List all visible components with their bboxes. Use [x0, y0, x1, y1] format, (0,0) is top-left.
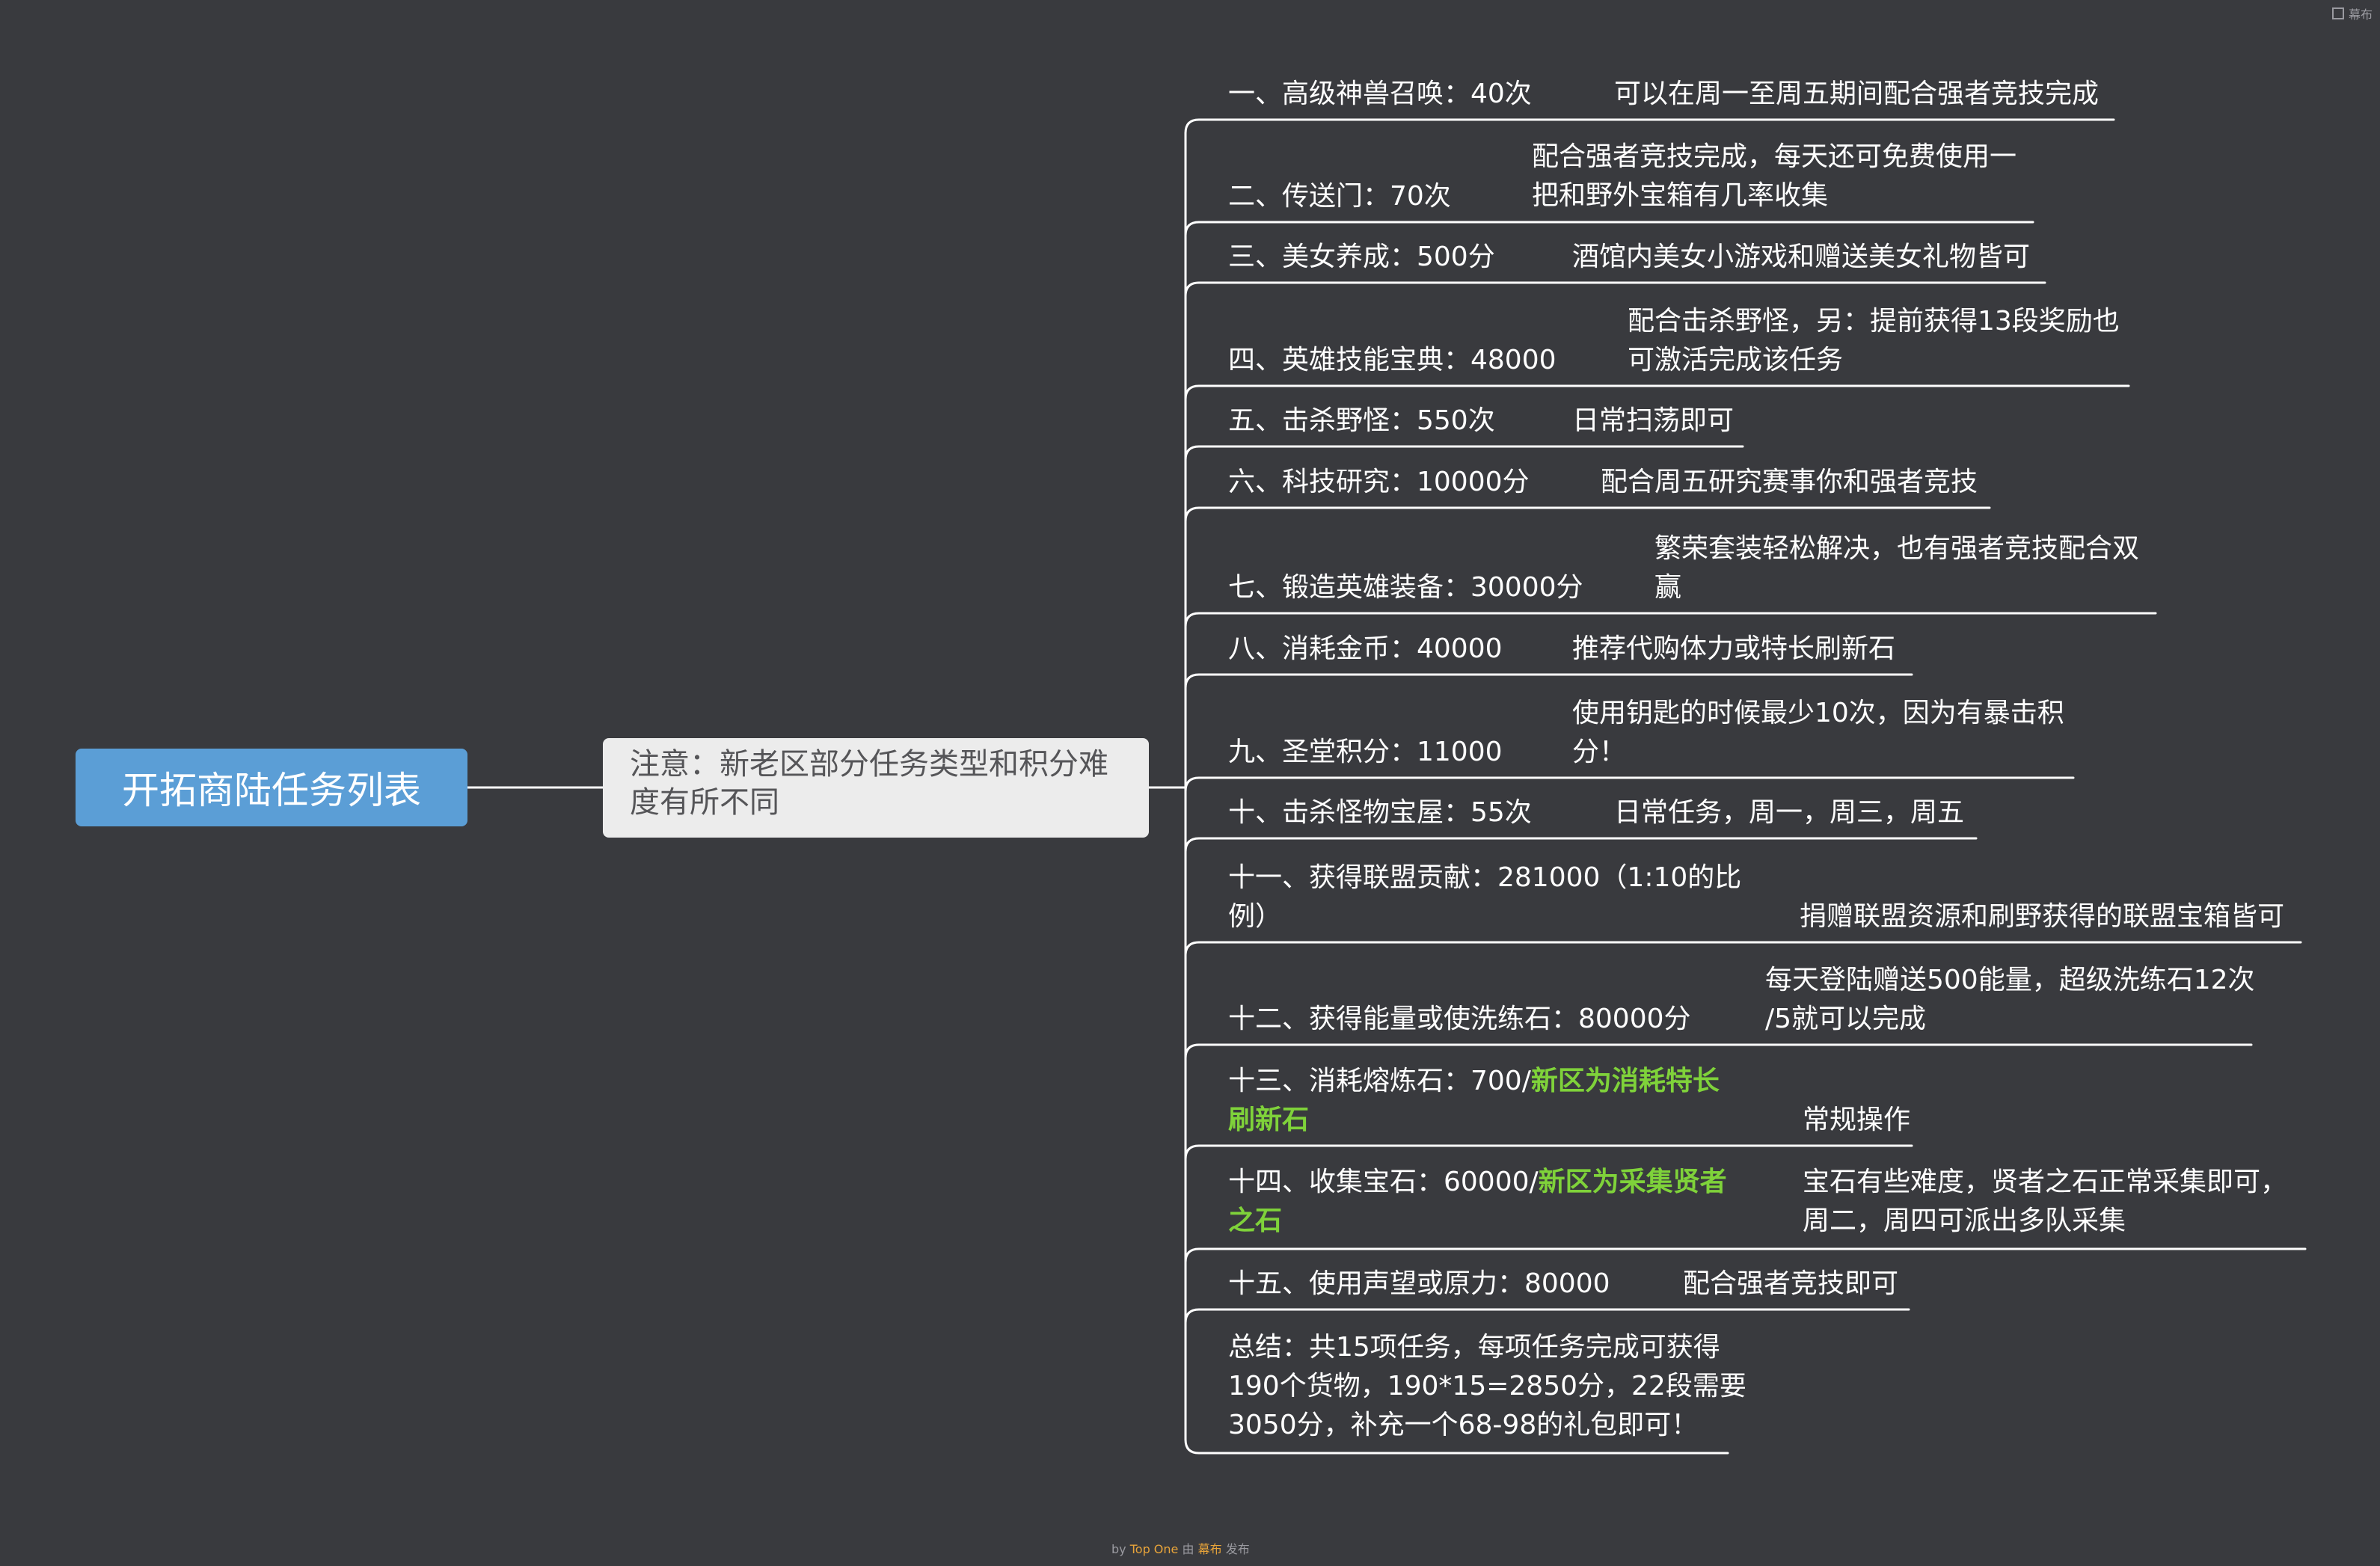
task-15-label[interactable]: 十五、使用声望或原力：80000 [1228, 1268, 1610, 1299]
task-10-detail[interactable]: 日常任务，周一，周三，周五 [1614, 797, 1965, 828]
task-7-label[interactable]: 七、锻造英雄装备：30000分 [1228, 572, 1583, 603]
mindmap-icon [2331, 7, 2344, 19]
task-12-detail-line: /5就可以完成 [1765, 1004, 1927, 1034]
task-14-detail[interactable]: 宝石有些难度，贤者之石正常采集即可， 周二，周四可派出多队采集 [1803, 1163, 2287, 1241]
task-13-detail[interactable]: 常规操作 [1803, 1105, 1911, 1135]
task-4-detail[interactable]: 配合击杀野怪，另：提前获得13段奖励也 可激活完成该任务 [1628, 302, 2120, 380]
task-4-label[interactable]: 四、英雄技能宝典：48000 [1228, 345, 1556, 375]
summary-node[interactable]: 总结：共15项任务，每项任务完成可获得 190个货物，190*15=2850分，… [1228, 1328, 1746, 1445]
brand-label: 幕布 [2348, 7, 2373, 22]
task-14-detail-line: 周二，周四可派出多队采集 [1803, 1206, 2126, 1236]
underline-task-12 [1184, 1043, 2253, 1060]
task-4-detail-line: 可激活完成该任务 [1628, 345, 1844, 375]
task-10-label[interactable]: 十、击杀怪物宝屋：55次 [1228, 797, 1532, 828]
footer-app[interactable]: 幕布 [1197, 1542, 1222, 1556]
underline-task-1 [1184, 118, 2115, 135]
task-8-detail[interactable]: 推荐代购体力或特长刷新石 [1572, 633, 1896, 664]
task-13-label-prefix: 十三、消耗熔炼石：700/ [1228, 1066, 1531, 1096]
task-14-label[interactable]: 十四、收集宝石：60000/新区为采集贤者 之石 [1228, 1163, 1727, 1241]
underline-task-10 [1184, 837, 1978, 853]
task-11-detail[interactable]: 捐赠联盟资源和刷野获得的联盟宝箱皆可 [1800, 901, 2285, 932]
underline-task-4 [1184, 384, 2130, 401]
footer-by: by [1111, 1542, 1126, 1556]
underline-task-6 [1184, 506, 1991, 523]
brand-button[interactable]: 幕布 [2331, 4, 2373, 22]
task-14-label-highlight: 之石 [1228, 1206, 1283, 1236]
task-9-detail-line: 使用钥匙的时候最少10次，因为有暴击积 [1572, 698, 2064, 728]
task-11-label-line: 例） [1228, 901, 1283, 932]
underline-task-15 [1184, 1308, 1910, 1324]
underline-task-8 [1184, 673, 1913, 690]
task-2-label[interactable]: 二、传送门：70次 [1228, 181, 1451, 212]
task-2-detail-line: 把和野外宝箱有几率收集 [1532, 180, 1829, 211]
underline-task-7 [1184, 612, 2157, 628]
task-13-label-highlight: 刷新石 [1228, 1105, 1310, 1135]
root-topic[interactable]: 开拓商陆任务列表 [76, 749, 467, 826]
footer-author[interactable]: Top One [1129, 1542, 1179, 1556]
task-13-label[interactable]: 十三、消耗熔炼石：700/新区为消耗特长 刷新石 [1228, 1062, 1720, 1140]
task-3-label[interactable]: 三、美女养成：500分 [1228, 242, 1495, 272]
task-9-detail-line: 分！ [1572, 737, 1627, 767]
task-6-detail[interactable]: 配合周五研究赛事你和强者竞技 [1601, 467, 1978, 497]
task-5-detail[interactable]: 日常扫荡即可 [1572, 405, 1735, 436]
task-2-detail[interactable]: 配合强者竞技完成，每天还可免费使用一 把和野外宝箱有几率收集 [1532, 138, 2016, 215]
task-12-detail[interactable]: 每天登陆赠送500能量，超级洗练石12次 /5就可以完成 [1765, 961, 2255, 1039]
task-13-label-highlight: 新区为消耗特长 [1530, 1066, 1720, 1096]
task-11-label-line: 十一、获得联盟贡献：281000（1:10的比 [1228, 862, 1742, 893]
task-11-label[interactable]: 十一、获得联盟贡献：281000（1:10的比 例） [1228, 859, 1741, 936]
footer-credit: by Top One 由 幕布 发布 [1111, 1539, 1250, 1557]
task-6-label[interactable]: 六、科技研究：10000分 [1228, 467, 1530, 497]
task-12-label[interactable]: 十二、获得能量或使洗练石：80000分 [1228, 1004, 1691, 1034]
task-9-detail[interactable]: 使用钥匙的时候最少10次，因为有暴击积 分！ [1572, 694, 2064, 772]
task-2-detail-line: 配合强者竞技完成，每天还可免费使用一 [1532, 141, 2017, 172]
task-14-label-prefix: 十四、收集宝石：60000/ [1228, 1167, 1539, 1197]
note-topic-label: 注意：新老区部分任务类型和积分难度有所不同 [630, 747, 1108, 820]
task-8-label[interactable]: 八、消耗金币：40000 [1228, 633, 1503, 664]
task-14-detail-line: 宝石有些难度，贤者之石正常采集即可， [1803, 1167, 2288, 1197]
task-12-detail-line: 每天登陆赠送500能量，超级洗练石12次 [1765, 965, 2255, 995]
task-3-detail[interactable]: 酒馆内美女小游戏和赠送美女礼物皆可 [1572, 242, 2031, 272]
footer-via: 由 [1182, 1542, 1194, 1556]
task-7-detail-line: 赢 [1654, 572, 1682, 603]
underline-task-14 [1184, 1247, 2307, 1264]
underline-task-2 [1184, 221, 2034, 237]
root-topic-label: 开拓商陆任务列表 [122, 769, 421, 812]
task-4-detail-line: 配合击杀野怪，另：提前获得13段奖励也 [1628, 306, 2120, 337]
note-topic[interactable]: 注意：新老区部分任务类型和积分难度有所不同 [603, 738, 1149, 838]
underline-task-9 [1184, 776, 2075, 793]
task-5-label[interactable]: 五、击杀野怪：550次 [1228, 405, 1495, 436]
task-14-label-highlight: 新区为采集贤者 [1538, 1167, 1727, 1197]
task-1-label[interactable]: 一、高级神兽召唤：40次 [1228, 79, 1532, 109]
task-7-detail-line: 繁荣套装轻松解决，也有强者竞技配合双 [1654, 533, 2140, 564]
task-1-detail[interactable]: 可以在周一至周五期间配合强者竞技完成 [1614, 79, 2100, 109]
task-7-detail[interactable]: 繁荣套装轻松解决，也有强者竞技配合双 赢 [1654, 529, 2139, 607]
task-15-detail[interactable]: 配合强者竞技即可 [1683, 1268, 1899, 1299]
summary-line: 3050分，补充一个68-98的礼包即可！ [1228, 1410, 1699, 1440]
underline-task-5 [1184, 445, 1744, 461]
footer-publish: 发布 [1225, 1542, 1250, 1556]
underline-task-13 [1184, 1144, 1913, 1161]
underline-task-11 [1184, 941, 2302, 957]
summary-line: 190个货物，190*15=2850分，22段需要 [1228, 1371, 1746, 1401]
summary-line: 总结：共15项任务，每项任务完成可获得 [1228, 1332, 1720, 1363]
underline-summary [1184, 1438, 1729, 1455]
underline-task-3 [1184, 281, 2046, 298]
task-9-label[interactable]: 九、圣堂积分：11000 [1228, 737, 1503, 767]
